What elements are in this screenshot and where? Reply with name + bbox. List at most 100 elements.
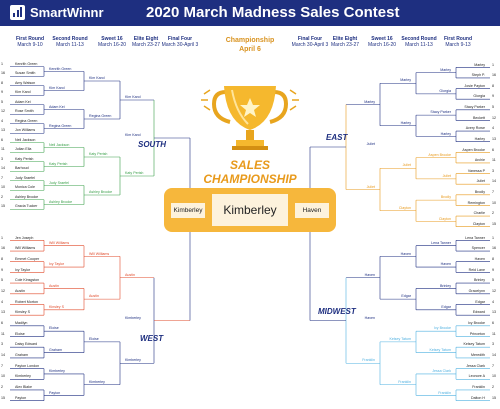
east-r1-team[interactable]: Juliet: [476, 179, 485, 184]
south-r1-team[interactable]: Gracia Tucker: [15, 204, 38, 209]
midwest-r4-team[interactable]: Haven: [364, 272, 375, 277]
west-r4-team[interactable]: Kimberley: [125, 358, 141, 363]
east-r2-team[interactable]: Brodly: [440, 195, 451, 200]
south-r1-team[interactable]: Barhoud: [15, 166, 29, 171]
midwest-r4-team[interactable]: Franklin: [362, 358, 375, 363]
south-r4-team[interactable]: Katy Perish: [125, 171, 144, 176]
west-r4-team[interactable]: Austin: [125, 272, 135, 277]
south-r4-team[interactable]: Kim Karol: [125, 95, 141, 100]
right-finalist[interactable]: Haven: [295, 203, 329, 218]
south-r1-team[interactable]: Rose Smith: [15, 109, 34, 114]
midwest-r2-team[interactable]: Kelsey Tatum: [429, 347, 451, 352]
midwest-r1-team[interactable]: Dalton H: [471, 395, 485, 400]
west-r2-team[interactable]: Eloise: [49, 326, 59, 331]
midwest-r1-team[interactable]: Meredith: [471, 353, 485, 358]
west-r1-team[interactable]: Graham: [15, 353, 28, 358]
west-r2-team[interactable]: Austin: [49, 283, 59, 288]
west-r1-team[interactable]: Kimberley: [15, 374, 31, 379]
midwest-r2-team[interactable]: Brinley: [440, 283, 451, 288]
east-r2-team[interactable]: Marley: [440, 67, 451, 72]
south-r2-team[interactable]: Kim Karol: [49, 85, 65, 90]
left-finalist[interactable]: Kimberley: [171, 203, 205, 218]
midwest-r2-team[interactable]: Franklin: [438, 390, 451, 395]
south-r2-team[interactable]: Regina Green: [49, 123, 72, 128]
east-r1-team[interactable]: Archie: [474, 158, 485, 163]
south-r1-team[interactable]: Judy Sraefel: [15, 175, 35, 180]
west-r2-team[interactable]: Will Williams: [49, 240, 70, 245]
west-r1-team[interactable]: Jen Joseph: [15, 235, 34, 240]
south-r2-team[interactable]: Kenrith Green: [49, 66, 72, 71]
south-r1-team[interactable]: Julian Ella: [15, 147, 32, 152]
midwest-r1-team[interactable]: Franklin: [472, 385, 485, 390]
south-r2-team[interactable]: Neil Jackson: [49, 142, 70, 147]
east-r1-team[interactable]: Beckett: [473, 115, 485, 120]
midwest-r1-team[interactable]: Edgar: [475, 299, 485, 304]
south-r1-team[interactable]: Neil Jackson: [15, 137, 36, 142]
midwest-r2-team[interactable]: Haven: [440, 262, 451, 267]
south-r1-team[interactable]: Susan Smith: [15, 71, 36, 76]
west-r1-team[interactable]: Cole Kinsgston: [15, 278, 40, 283]
south-r1-team[interactable]: Adam Kei: [15, 99, 31, 104]
south-r3-team[interactable]: Kim Karol: [89, 76, 105, 81]
east-r1-team[interactable]: Charlie: [473, 211, 485, 216]
midwest-r2-team[interactable]: Jessa Clark: [432, 369, 451, 374]
west-r3-team[interactable]: Austin: [89, 294, 99, 299]
west-r1-team[interactable]: Ivy Taylor: [15, 267, 31, 272]
east-r1-team[interactable]: Avery Rowe: [465, 126, 485, 131]
east-r1-team[interactable]: Harley: [474, 136, 485, 141]
south-r1-team[interactable]: Kenrith Green: [15, 61, 38, 66]
west-r3-team[interactable]: Eloise: [89, 337, 99, 342]
east-r2-team[interactable]: Aspen Brooke: [428, 152, 451, 157]
west-r2-team[interactable]: Kinsley S: [49, 305, 64, 309]
east-r3-team[interactable]: Juliet: [402, 163, 411, 168]
midwest-r3-team[interactable]: Haven: [400, 251, 411, 256]
south-r3-team[interactable]: Katy Perish: [89, 152, 108, 157]
south-r3-team[interactable]: Regina Green: [89, 114, 112, 119]
midwest-r1-team[interactable]: Spencer: [471, 246, 485, 251]
east-r1-team[interactable]: Steph P.: [471, 73, 485, 78]
final-four-left-bottom[interactable]: Kimberley: [125, 315, 141, 320]
west-r1-team[interactable]: Madilyn: [15, 321, 28, 326]
west-r2-team[interactable]: Payton: [49, 390, 61, 395]
midwest-r3-team[interactable]: Franklin: [398, 379, 411, 384]
south-r1-team[interactable]: Regina Green: [15, 118, 38, 123]
east-r2-team[interactable]: Giorgia: [439, 89, 451, 94]
east-r3-team[interactable]: Marley: [400, 78, 411, 83]
south-r1-team[interactable]: Kim Karol: [15, 90, 31, 95]
midwest-r3-team[interactable]: Edgar: [401, 294, 411, 299]
midwest-r1-team[interactable]: Kelsey Tatum: [463, 342, 485, 347]
west-r2-team[interactable]: Ivy Taylor: [49, 262, 65, 267]
midwest-r1-team[interactable]: Jessa Clark: [466, 363, 485, 368]
midwest-r2-team[interactable]: Ivy Brooke: [434, 326, 451, 331]
west-r1-team[interactable]: Payton: [15, 395, 27, 400]
east-r1-team[interactable]: Josie Payton: [464, 83, 485, 88]
east-r1-team[interactable]: Vanessa P: [467, 168, 485, 173]
midwest-r1-team[interactable]: Gracelynn: [468, 288, 485, 293]
midwest-r1-team[interactable]: Edward: [472, 310, 485, 315]
west-r1-team[interactable]: Austin: [15, 288, 25, 293]
south-r1-team[interactable]: Jon Williams: [15, 128, 36, 133]
south-r1-team[interactable]: Ashley Brooke: [15, 194, 39, 199]
west-r3-team[interactable]: Kimberley: [89, 379, 105, 384]
east-r2-team[interactable]: Stacy Parker: [430, 110, 451, 115]
east-r1-team[interactable]: Brodly: [474, 190, 485, 194]
south-r3-team[interactable]: Ashley Brooke: [89, 190, 113, 195]
midwest-r3-team[interactable]: Kelsey Tatum: [389, 337, 411, 342]
midwest-r1-team[interactable]: Princeton: [469, 331, 485, 336]
west-r1-team[interactable]: Eloise: [15, 331, 25, 336]
west-r1-team[interactable]: Emmet Cooper: [15, 256, 40, 261]
west-r3-team[interactable]: Will Williams: [89, 251, 110, 256]
east-r1-team[interactable]: Marley: [474, 62, 485, 67]
east-r1-team[interactable]: Stacy Parker: [464, 105, 485, 109]
final-four-right-bottom[interactable]: Haven: [364, 315, 375, 320]
west-r1-team[interactable]: Robert Morton: [15, 299, 38, 304]
east-r2-team[interactable]: Clayton: [438, 216, 451, 221]
final-four-right-top[interactable]: Juliet: [366, 142, 375, 147]
west-r1-team[interactable]: Payton London: [15, 363, 40, 368]
midwest-r1-team[interactable]: Haven: [474, 256, 485, 261]
south-r1-team[interactable]: Amy Watson: [15, 80, 36, 85]
east-r2-team[interactable]: Harley: [440, 131, 451, 136]
west-r1-team[interactable]: Daisy Edward: [15, 342, 38, 347]
midwest-r2-team[interactable]: Edgar: [441, 305, 451, 309]
west-r1-team[interactable]: Alex Blake: [15, 385, 32, 390]
